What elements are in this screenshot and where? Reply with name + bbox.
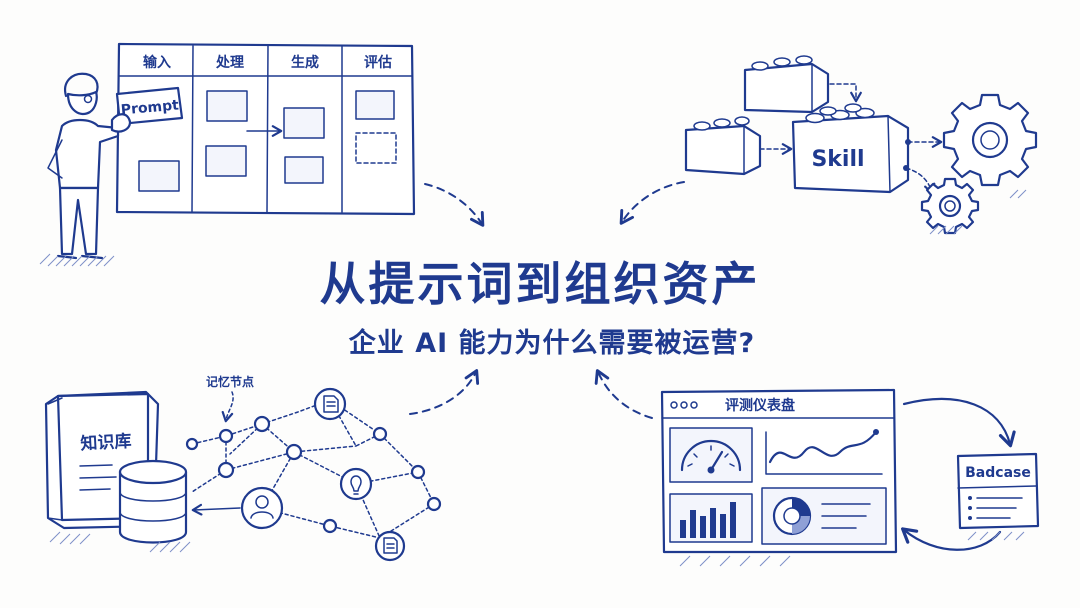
- skill-label: Skill: [811, 147, 864, 172]
- document-node-icon: [313, 387, 347, 421]
- column-evaluate: 评估: [364, 54, 392, 71]
- card: [138, 160, 180, 192]
- knowledge-book-label: 知识库: [79, 431, 132, 455]
- person-torso: [54, 118, 120, 190]
- badcase-label: Badcase: [965, 465, 1031, 481]
- board-frame: [115, 42, 416, 216]
- dashboard-shadow: [679, 555, 791, 567]
- donut-chart-icon: [772, 496, 812, 536]
- arrow-badcase-to-dashboard: [901, 527, 1002, 551]
- person-legs: [58, 186, 100, 256]
- trend-chart-icon: [765, 431, 883, 475]
- memory-node-network: 记忆节点: [185, 374, 442, 562]
- arrow-board-to-title: [424, 183, 485, 227]
- arrow-knowledge-to-title: [409, 369, 480, 415]
- memory-node-annotation: 记忆节点: [206, 374, 254, 389]
- column-generate: 生成: [291, 54, 319, 71]
- knowledge-shadow: [49, 531, 191, 553]
- card: [206, 90, 248, 122]
- prompt-card-label: Prompt: [120, 97, 180, 118]
- gear-small-icon: [920, 177, 980, 235]
- arrow-blocks-to-title: [619, 181, 685, 225]
- evaluation-dashboard: 评测仪表盘: [660, 388, 898, 554]
- gauge-panel: [669, 427, 753, 483]
- column-input: 输入: [143, 54, 171, 71]
- bar-chart-icon: [680, 502, 736, 538]
- badcase-card: Badcase: [956, 452, 1040, 530]
- card: [355, 90, 395, 120]
- prompt-card: Prompt: [110, 86, 184, 133]
- card: [284, 156, 324, 184]
- person-hand: [110, 113, 132, 133]
- person-figure: [39, 72, 120, 267]
- document-node-icon-2: [374, 530, 406, 562]
- lego-blocks: Skill: [684, 55, 943, 195]
- gear-large-icon: [942, 93, 1038, 187]
- kanban-board: 输入 处理 生成 评估: [115, 42, 416, 216]
- database-icon: [118, 459, 188, 544]
- flow-arrows: [409, 181, 685, 419]
- gears-shadow: [929, 189, 1027, 235]
- arrow-dashboard-to-title: [594, 369, 653, 419]
- dashboard-title: 评测仪表盘: [725, 397, 795, 414]
- lightbulb-node-icon: [339, 467, 373, 501]
- gauge-icon: [680, 439, 742, 472]
- badcase-shadow: [967, 531, 1025, 541]
- arrow-dashboard-to-badcase: [902, 397, 1016, 448]
- card: [205, 145, 247, 177]
- column-process: 处理: [215, 54, 244, 71]
- subtitle: 企业 AI 能力为什么需要被运营?: [349, 327, 755, 359]
- card: [283, 107, 325, 139]
- main-title: 从提示词到组织资产: [320, 257, 761, 311]
